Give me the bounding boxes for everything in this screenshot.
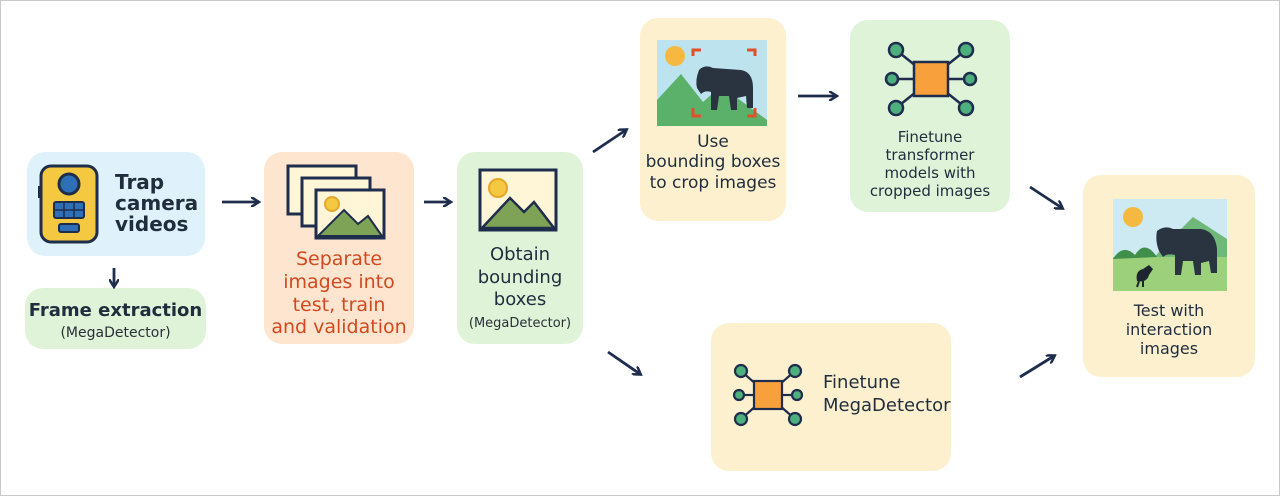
finetune-megadetector-label-2: MegaDetector [823,395,951,417]
trap-camera-label-2: camera [115,191,199,215]
obtain-bounding-boxes-node: Obtain bounding boxes (MegaDetector) [457,152,583,344]
neural-network-icon [884,41,978,117]
neural-network-icon [732,363,804,427]
crop-label-3: to crop images [649,172,777,193]
landscape-image-icon [478,168,558,232]
frame-extraction-subtitle: (MegaDetector) [60,325,171,341]
separate-label-1: Separate [295,248,383,270]
obtain-subtitle: (MegaDetector) [468,316,572,331]
separate-images-node: Separate images into test, train and val… [264,152,414,344]
tapir-scene-image-icon [1113,199,1227,291]
obtain-label-3: boxes [493,289,547,310]
finetune-megadetector-node: Finetune MegaDetector [711,323,951,471]
test-interaction-node: Test with interaction images [1083,175,1255,377]
separate-label-4: and validation [271,316,407,339]
crop-images-node: Use bounding boxes to crop images [640,18,786,221]
finetune-transformer-node: Finetune transformer models with cropped… [850,20,1010,212]
arrow-obtain-to-megadetector [607,350,640,374]
finetune-transformer-label-1: Finetune [897,128,963,146]
trap-camera-label-1: Trap [115,170,165,194]
test-label-2: interaction [1125,320,1213,340]
obtain-label-2: bounding [477,266,563,288]
arrow-megadetector-to-test [1019,356,1054,379]
cropped-tapir-image-icon [657,40,767,126]
crop-label-1: Use [697,132,729,152]
frame-extraction-node: Frame extraction (MegaDetector) [25,288,206,349]
crop-label-2: bounding boxes [645,152,781,173]
trap-camera-node: Trap camera videos [27,152,205,256]
image-stack-icon [286,164,386,240]
finetune-transformer-label-2: transformer [885,146,975,164]
frame-extraction-title: Frame extraction [28,300,203,321]
separate-label-2: images into [283,270,395,293]
arrow-obtain-to-crop [592,130,626,154]
finetune-transformer-label-4: cropped images [869,182,991,200]
finetune-transformer-label-3: models with [884,164,976,182]
test-label-3: images [1139,339,1199,359]
finetune-megadetector-label-1: Finetune [823,372,901,393]
test-label-1: Test with [1133,301,1205,320]
obtain-label-1: Obtain [489,244,551,265]
separate-label-3: test, train [292,293,386,316]
arrow-transformer-to-test [1029,185,1062,208]
trap-camera-label-3: videos [115,212,189,236]
trap-camera-icon [38,164,99,244]
